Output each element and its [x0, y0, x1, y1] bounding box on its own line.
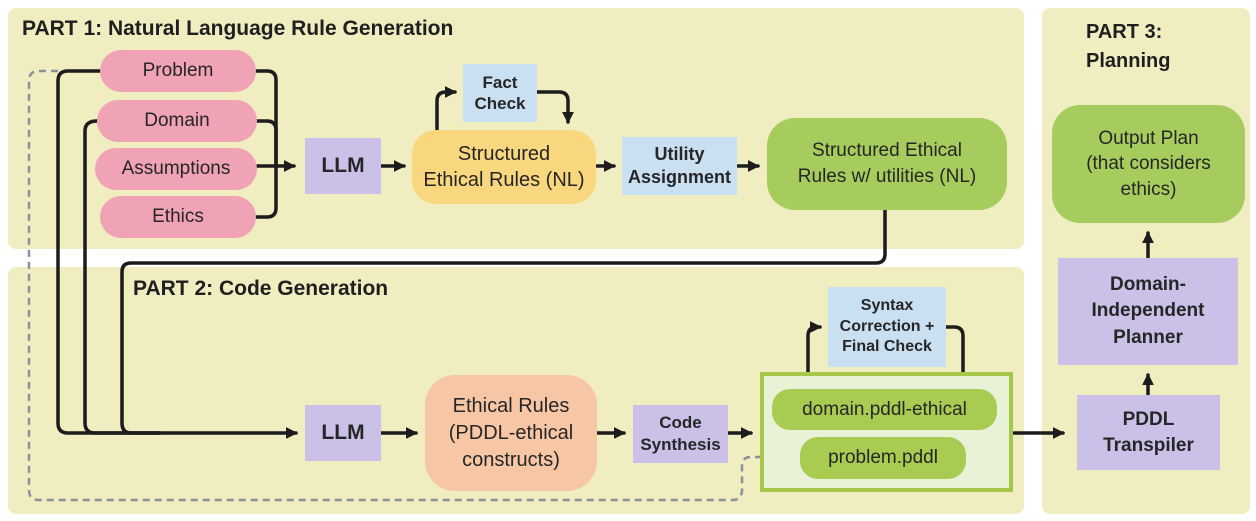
- syntax-correction-box: Syntax Correction + Final Check: [828, 287, 946, 367]
- domain-pddl-chip: domain.pddl-ethical: [772, 389, 997, 430]
- part3-title: PART 3: Planning: [1086, 21, 1171, 72]
- llm-box-part1: LLM: [305, 138, 381, 194]
- ethical-rules-box: Ethical Rules (PDDL-ethical constructs): [425, 375, 597, 491]
- code-synthesis-box: Code Synthesis: [633, 405, 728, 463]
- structured-rules-box: Structured Ethical Rules (NL): [412, 130, 596, 204]
- structured-rules-utilities-box: Structured Ethical Rules w/ utilities (N…: [767, 118, 1007, 210]
- input-domain: Domain: [97, 100, 257, 142]
- part1-title: PART 1: Natural Language Rule Generation: [22, 17, 454, 40]
- llm-box-part2: LLM: [305, 405, 381, 461]
- output-plan-box: Output Plan (that considers ethics): [1052, 105, 1245, 223]
- input-ethics: Ethics: [100, 196, 256, 238]
- fact-check-box: Fact Check: [463, 64, 537, 122]
- input-assumptions: Assumptions: [95, 148, 257, 190]
- planner-box: Domain- Independent Planner: [1058, 258, 1238, 365]
- problem-pddl-chip: problem.pddl: [800, 437, 966, 479]
- transpiler-box: PDDL Transpiler: [1077, 395, 1220, 470]
- utility-assignment-box: Utility Assignment: [622, 137, 737, 195]
- input-problem: Problem: [100, 50, 256, 92]
- part2-title: PART 2: Code Generation: [133, 277, 389, 300]
